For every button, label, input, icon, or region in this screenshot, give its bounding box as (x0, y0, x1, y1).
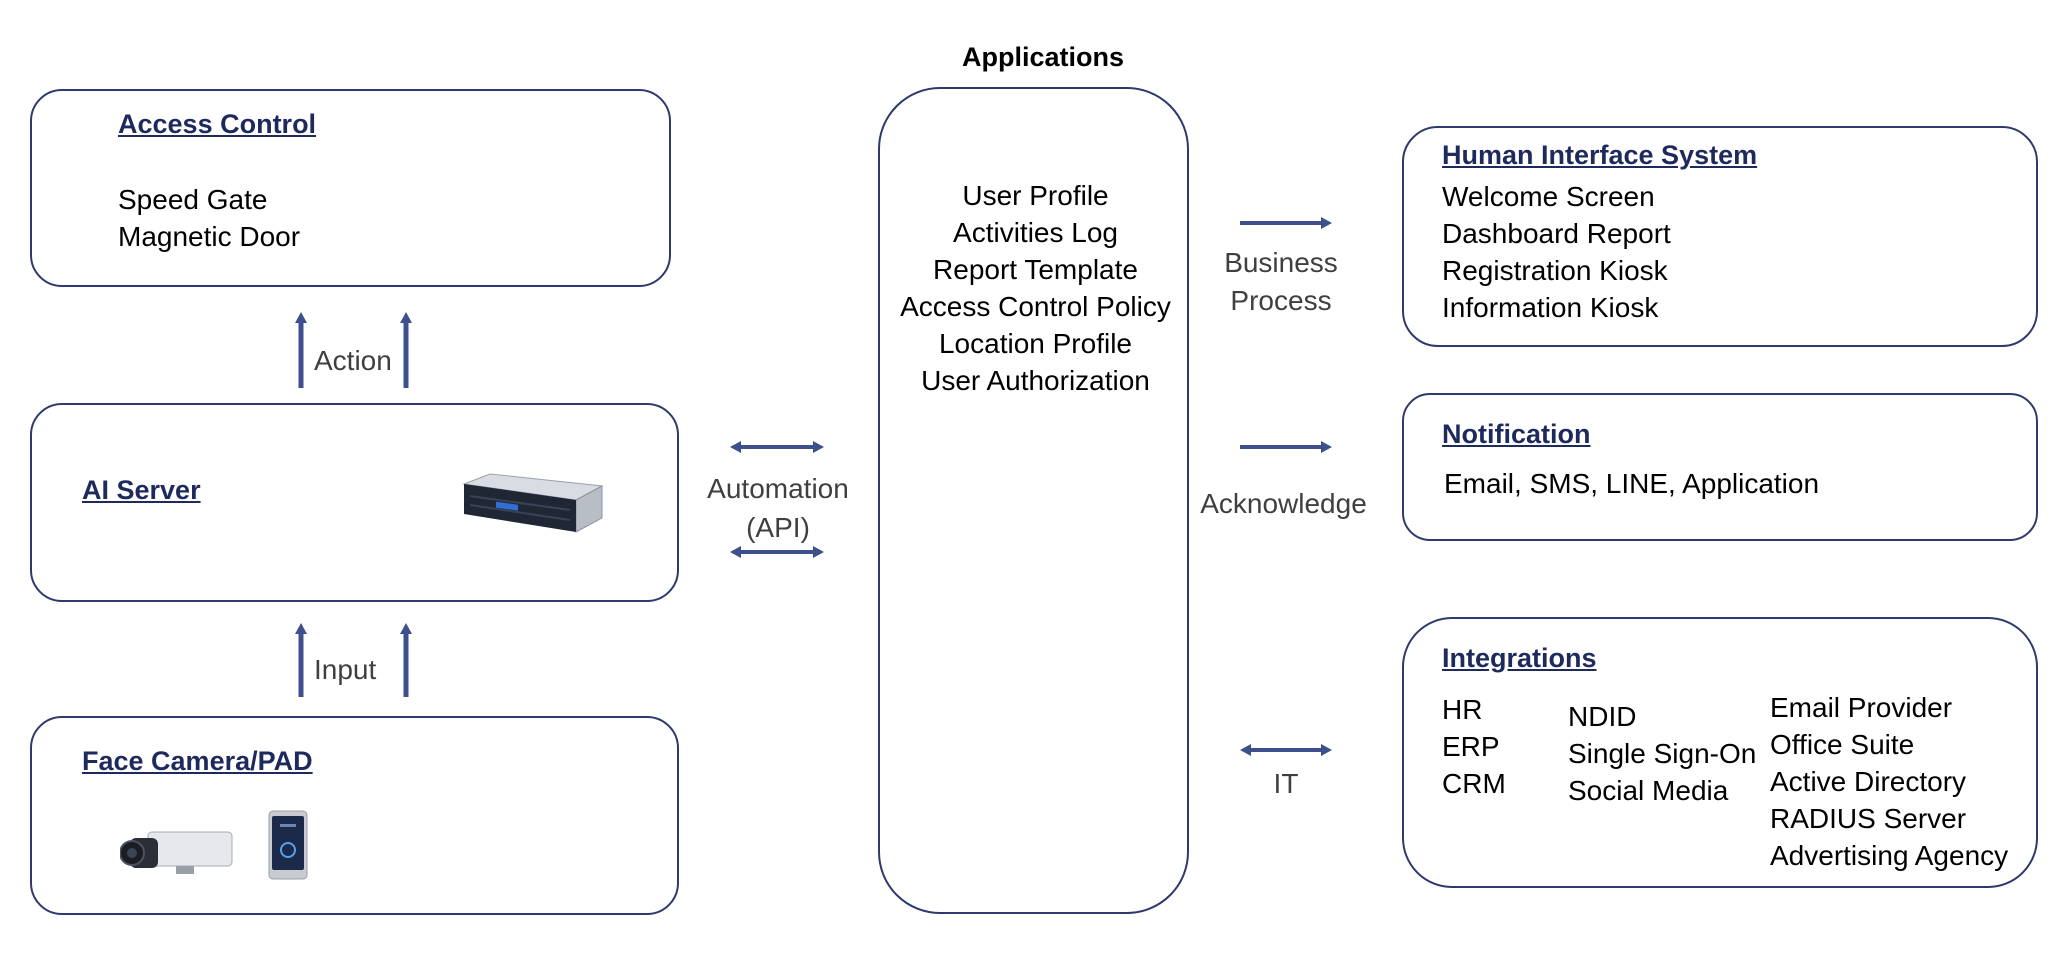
integrations-box: Integrations HR ERP CRM NDID Single Sign… (1402, 617, 2038, 888)
list-item: Report Template (933, 254, 1138, 285)
list-item: Information Kiosk (1442, 292, 1659, 323)
face-camera-box: Face Camera/PAD (30, 716, 679, 915)
business-label-line1: Business (1224, 247, 1338, 278)
access-control-box: Access Control Speed Gate Magnetic Door (30, 89, 671, 287)
integrations-title: Integrations (1442, 643, 1597, 673)
face-camera-title: Face Camera/PAD (82, 746, 313, 776)
acknowledge-label: Acknowledge (1200, 488, 1367, 519)
list-item: Registration Kiosk (1442, 255, 1668, 286)
integrations-col3: Email Provider Office Suite Active Direc… (1770, 689, 2008, 874)
access-control-list: Speed Gate Magnetic Door (118, 181, 300, 255)
action-label: Action (314, 345, 392, 376)
list-item: HR (1442, 694, 1483, 725)
list-item: NDID (1568, 701, 1637, 732)
ai-server-title: AI Server (82, 475, 201, 505)
human-interface-list: Welcome Screen Dashboard Report Registra… (1442, 178, 1671, 326)
input-label: Input (314, 654, 377, 685)
list-item: ERP (1442, 731, 1500, 762)
acknowledge-arrow (1240, 441, 1332, 453)
applications-list: User Profile Activities Log Report Templ… (880, 177, 1191, 399)
it-label: IT (1273, 768, 1299, 799)
automation-label-line1: Automation (707, 473, 849, 504)
notification-text: Email, SMS, LINE, Application (1444, 468, 1820, 499)
business-process-arrow (1240, 217, 1332, 229)
it-arrow (1240, 744, 1332, 756)
cctv-camera-icon (120, 831, 233, 874)
automation-label-line2: (API) (746, 512, 810, 543)
list-item: Single Sign-On (1568, 738, 1757, 769)
automation-arrow-top (730, 441, 824, 453)
list-item: Speed Gate (118, 184, 268, 215)
human-interface-title: Human Interface System (1442, 140, 1758, 170)
list-item: Active Directory (1770, 766, 1967, 797)
list-item: User Authorization (921, 365, 1150, 396)
server-rack-icon (462, 473, 604, 533)
action-arrow-left (295, 312, 307, 388)
list-item: Welcome Screen (1442, 181, 1655, 212)
integrations-col2: NDID Single Sign-On Social Media (1568, 698, 1756, 809)
list-item: Location Profile (938, 328, 1132, 359)
list-item: Dashboard Report (1442, 218, 1671, 249)
list-item: Magnetic Door (118, 221, 301, 252)
list-item: Email Provider (1770, 692, 1953, 723)
list-item: Social Media (1568, 775, 1729, 806)
automation-arrow-bottom (730, 546, 824, 558)
ai-server-box: AI Server (30, 403, 679, 602)
tablet-pad-icon (268, 810, 308, 880)
list-item: Office Suite (1770, 729, 1915, 760)
notification-box: Notification Email, SMS, LINE, Applicati… (1402, 393, 2038, 541)
list-item: Access Control Policy (900, 291, 1171, 322)
list-item: Activities Log (953, 217, 1118, 248)
business-label-line2: Process (1230, 285, 1332, 316)
integrations-col1: HR ERP CRM (1442, 691, 1506, 802)
input-arrow-right (400, 623, 412, 697)
applications-header: Applications (962, 42, 1125, 72)
applications-box: User Profile Activities Log Report Templ… (878, 87, 1189, 914)
list-item: User Profile (962, 180, 1109, 211)
list-item: Advertising Agency (1770, 840, 2009, 871)
list-item: CRM (1442, 768, 1506, 799)
human-interface-box: Human Interface System Welcome Screen Da… (1402, 126, 2038, 347)
list-item: RADIUS Server (1770, 803, 1967, 834)
action-arrow-right (400, 312, 412, 388)
input-arrow-left (295, 623, 307, 697)
access-control-title: Access Control (118, 109, 317, 139)
notification-title: Notification (1442, 419, 1591, 449)
